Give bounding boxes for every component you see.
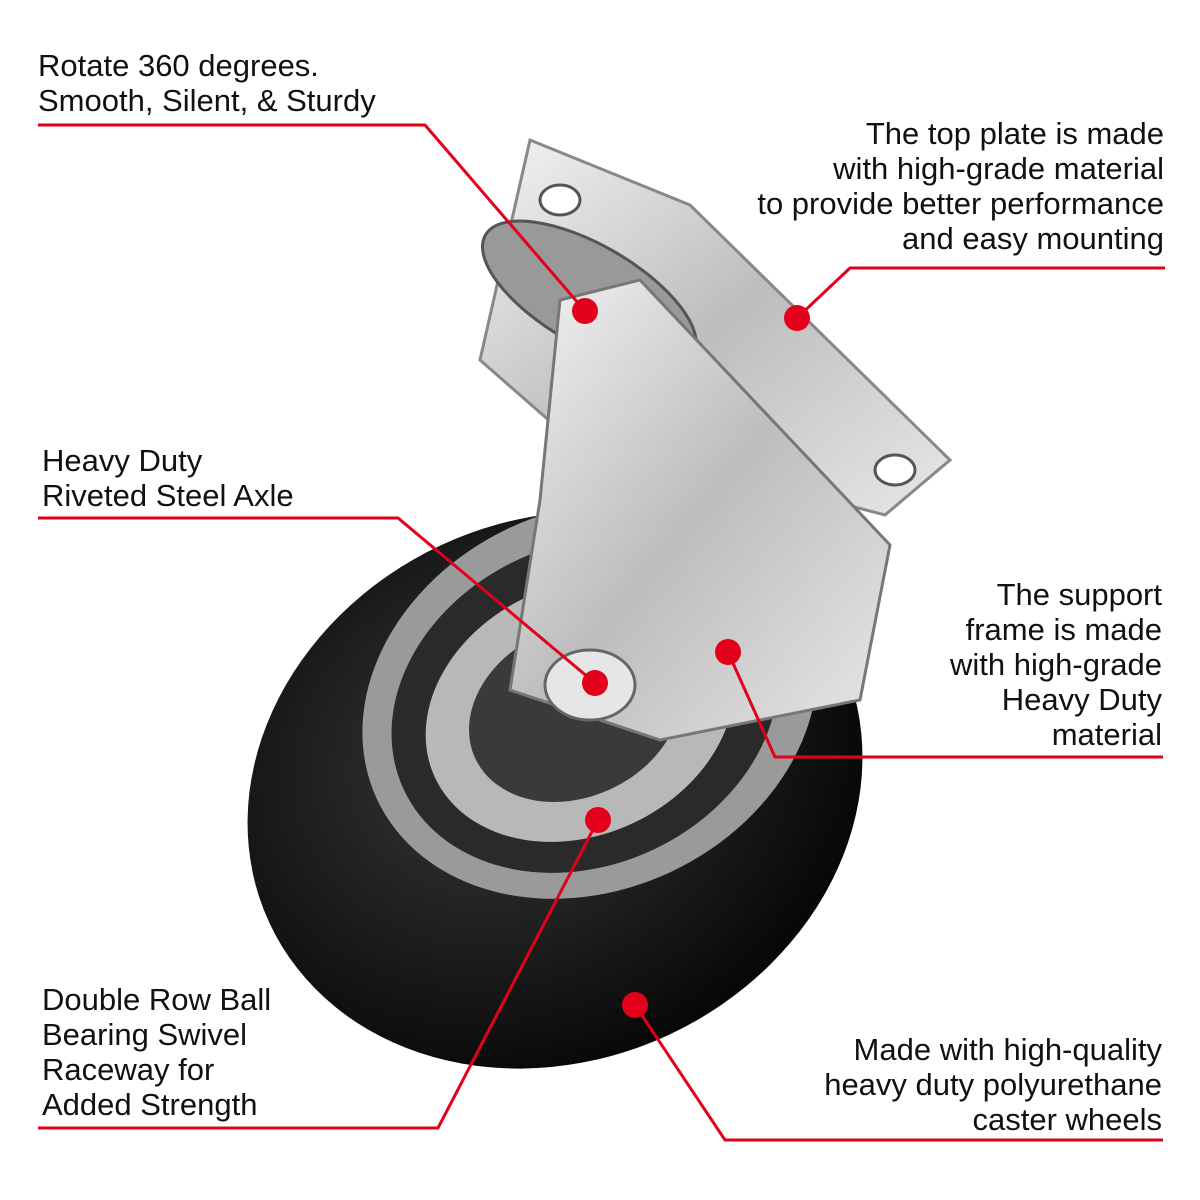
callout-rotate: Rotate 360 degrees. Smooth, Silent, & St… [38, 48, 376, 118]
callout-line: with high-grade [950, 647, 1162, 682]
callout-line: Raceway for [42, 1052, 215, 1087]
callout-line: Rotate 360 degrees. [38, 48, 319, 83]
dot-wheels [622, 992, 648, 1018]
callout-line: Riveted Steel Axle [42, 478, 294, 513]
dot-rotate [572, 298, 598, 324]
callout-axle: Heavy Duty Riveted Steel Axle [42, 443, 294, 513]
callout-line: Added Strength [42, 1087, 258, 1122]
callout-wheels: Made with high-quality heavy duty polyur… [824, 1032, 1162, 1137]
callout-line: Double Row Ball [42, 982, 272, 1017]
dot-top-plate [784, 305, 810, 331]
callout-line: material [1051, 717, 1162, 752]
callout-line: Heavy Duty [42, 443, 203, 478]
callout-line: Made with high-quality [853, 1032, 1162, 1067]
callout-line: with high-grade material [833, 151, 1164, 186]
dot-support-frame [715, 639, 741, 665]
callout-bearing: Double Row Ball Bearing Swivel Raceway f… [42, 982, 271, 1122]
callout-line: Smooth, Silent, & Sturdy [38, 83, 376, 118]
callout-line: heavy duty polyurethane [824, 1067, 1162, 1102]
callout-line: Heavy Duty [1001, 682, 1162, 717]
dot-bearing [585, 807, 611, 833]
callout-line: The top plate is made [865, 116, 1164, 151]
callout-line: to provide better performance [757, 186, 1164, 221]
callout-line: caster wheels [972, 1102, 1162, 1137]
callout-line: frame is made [965, 612, 1162, 647]
callout-line: and easy mounting [902, 221, 1164, 256]
dot-axle [582, 670, 608, 696]
leader-lines [38, 123, 1165, 1142]
callout-line: The support [996, 577, 1162, 612]
callout-top-plate: The top plate is made with high-grade ma… [757, 116, 1164, 256]
callout-dots [572, 298, 810, 1018]
callout-support-frame: The support frame is made with high-grad… [950, 577, 1162, 752]
callout-line: Bearing Swivel [42, 1017, 248, 1052]
